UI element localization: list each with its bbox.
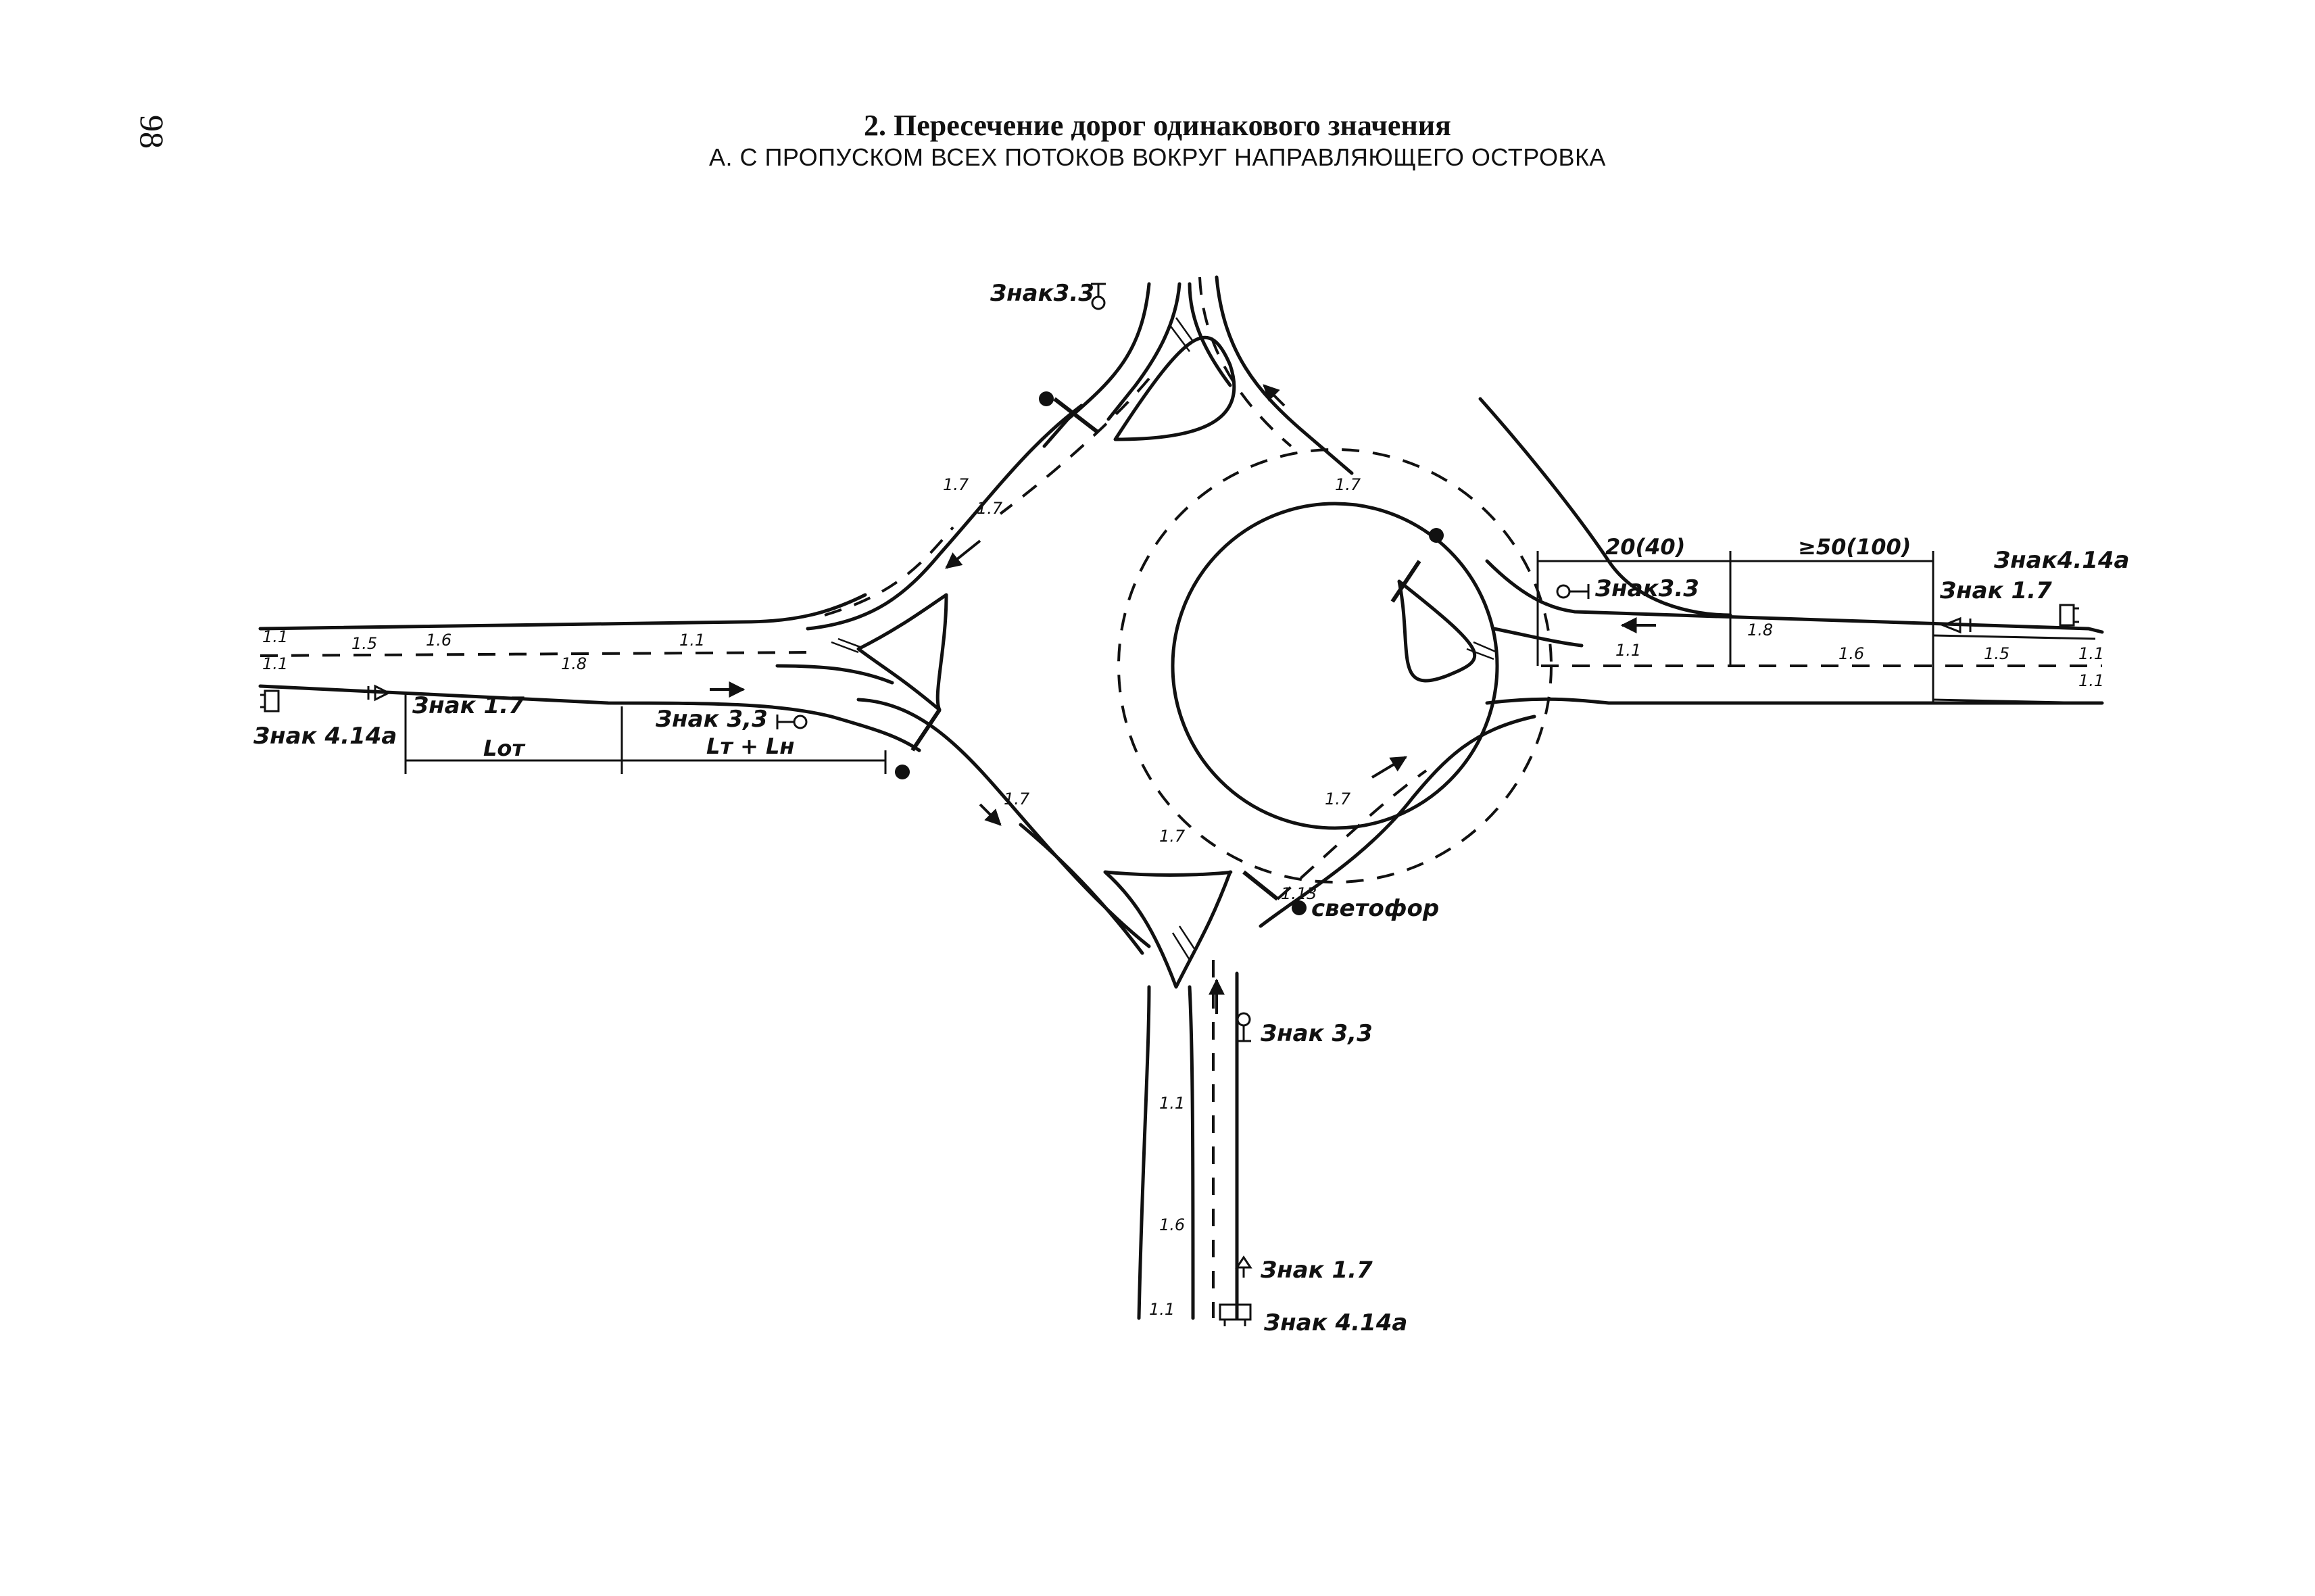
south-approach-left-road [1137, 985, 1151, 1320]
marking-label-ne-1-7: 1.7 [1335, 475, 1361, 494]
marking-label-south-1-1-bottom: 1.1 [1149, 1300, 1175, 1319]
arrow-nw [945, 539, 981, 569]
splitter-island-west [856, 593, 948, 712]
west-approach-mid [775, 664, 894, 685]
hatch-north [1169, 317, 1194, 352]
east-approach-bottom-edge [1485, 697, 2104, 705]
arrow-ne [1263, 384, 1286, 407]
arrow-sw [979, 803, 1002, 826]
traffic-light-dot-west [895, 765, 910, 779]
marking-label-east-1-8: 1.8 [1747, 621, 1773, 639]
label-traffic-light: светофор [1311, 895, 1439, 922]
sign-1-7-west-symbol [367, 684, 391, 702]
marking-label-nw-1-7: 1.7 [943, 475, 969, 494]
north-approach-inner [1188, 282, 1232, 387]
marking-label-east-1-5: 1.5 [1984, 644, 2009, 663]
stop-line-north [1053, 397, 1100, 435]
west-lane-line-2 [824, 526, 954, 616]
hatch-east [1466, 641, 1498, 660]
ring-edge-nw [806, 404, 1083, 631]
page-title: 2. Пересечение дорог одинакового значени… [864, 109, 1451, 142]
label-sign-3-3-south: Знак 3,3 [1260, 1020, 1373, 1047]
splitter-island-north [1113, 335, 1236, 441]
marking-label-sw-1-7: 1.7 [1004, 790, 1030, 808]
east-approach-top-edge [1485, 559, 2104, 634]
stop-line-south [1242, 870, 1279, 901]
sign-3-3-east-symbol [1556, 584, 1590, 599]
label-sign-3-3-east: Знак3.3 [1594, 575, 1699, 602]
marking-label-east-1-6: 1.6 [1838, 644, 1864, 663]
marking-label-east-1-1-top: 1.1 [2078, 644, 2104, 663]
north-approach-left-edge [1042, 282, 1151, 448]
sign-1-7-south-symbol [1235, 1255, 1252, 1278]
east-far-edge-bottom [1932, 698, 2096, 704]
stop-line-west [910, 708, 942, 752]
marking-label-east-1-1-bottom: 1.1 [2078, 671, 2104, 690]
label-sign-3-3-west: Знак 3,3 [655, 706, 768, 733]
label-lt-plus-ln: Lт + Lн [706, 733, 795, 759]
marking-label-west-1-1-bottom: 1.1 [262, 654, 288, 673]
marking-label-s-1-13: 1.13 [1281, 884, 1317, 903]
sign-4-14a-west-symbol [260, 690, 280, 712]
traffic-light-dot-east [1429, 528, 1444, 543]
sign-3-3-west-symbol [776, 715, 808, 729]
label-sign-4-14a-west: Знак 4.14а [253, 723, 397, 750]
page-subtitle: А. С ПРОПУСКОМ ВСЕХ ПОТОКОВ ВОКРУГ НАПРА… [709, 143, 1606, 171]
north-lane-line-2 [999, 377, 1150, 515]
west-approach-top-edge [258, 593, 867, 631]
hatch-west [831, 637, 862, 654]
label-sign-4-14a-east: Знак4.14а [1993, 547, 2130, 574]
east-approach-mid-top [1492, 627, 1584, 648]
central-island [1171, 502, 1499, 830]
east-far-edge-top [1932, 634, 2096, 640]
marking-label-s-1-7: 1.7 [1159, 827, 1186, 846]
label-50-100: ≥50(100) [1798, 534, 1911, 560]
dim-lt-ln-line [622, 750, 887, 774]
marking-label-south-1-1: 1.1 [1159, 1094, 1185, 1113]
traffic-light-dot-north [1039, 391, 1054, 406]
ring-lane-line [1117, 448, 1553, 884]
label-l-ot: Lот [483, 735, 526, 761]
label-20-40: 20(40) [1605, 534, 1685, 560]
splitter-island-east [1397, 579, 1477, 683]
north-approach-divider [1106, 282, 1181, 421]
splitter-island-south [1103, 870, 1233, 989]
dim-20-40-line [1536, 551, 1732, 666]
traffic-light-dot-south [1292, 900, 1307, 915]
marking-label-west-1-1-mid: 1.1 [679, 631, 705, 650]
ring-edge-se [1259, 715, 1536, 928]
dim-l-ot-line [404, 693, 623, 774]
south-lane-line-2 [1276, 769, 1428, 900]
marking-label-west-1-1-top: 1.1 [262, 627, 288, 646]
sign-4-14a-south-symbol [1219, 1303, 1252, 1326]
label-sign-3-3-north: Знак3.3 [990, 280, 1094, 307]
dim-50-100-line [1730, 551, 1934, 703]
marking-label-west-1-8: 1.8 [561, 654, 587, 673]
north-lane-line [1198, 276, 1292, 448]
marking-label-west-1-5: 1.5 [351, 634, 377, 653]
sign-1-7-east-symbol [1940, 616, 1972, 634]
sign-4-14a-east-symbol [2059, 604, 2079, 627]
label-sign-4-14a-south: Знак 4.14а [1263, 1309, 1407, 1336]
marking-label-nw-1-7-inner: 1.7 [977, 499, 1003, 518]
marking-label-east-1-1: 1.1 [1615, 641, 1641, 660]
label-sign-1-7-south: Знак 1.7 [1260, 1257, 1373, 1284]
marking-label-west-1-6: 1.6 [426, 631, 452, 650]
west-approach-bottom-edge [258, 684, 921, 752]
ring-edge-ne [1478, 397, 1732, 617]
arrow-se [1371, 756, 1408, 779]
hatch-south [1171, 925, 1196, 961]
south-approach-divider [1188, 985, 1195, 1320]
marking-label-south-1-6: 1.6 [1159, 1215, 1185, 1234]
marking-label-se-1-7: 1.7 [1325, 790, 1351, 808]
sign-3-3-north-symbol [1091, 283, 1106, 310]
south-approach-left-edge [1019, 823, 1144, 955]
label-sign-1-7-west: Знак 1.7 [412, 692, 525, 719]
north-approach-right-edge [1215, 275, 1354, 475]
sign-3-3-south-symbol [1236, 1012, 1251, 1042]
west-lane-line [260, 651, 812, 657]
label-sign-1-7-east: Знак 1.7 [1939, 577, 2052, 604]
stop-line-east [1390, 560, 1421, 603]
